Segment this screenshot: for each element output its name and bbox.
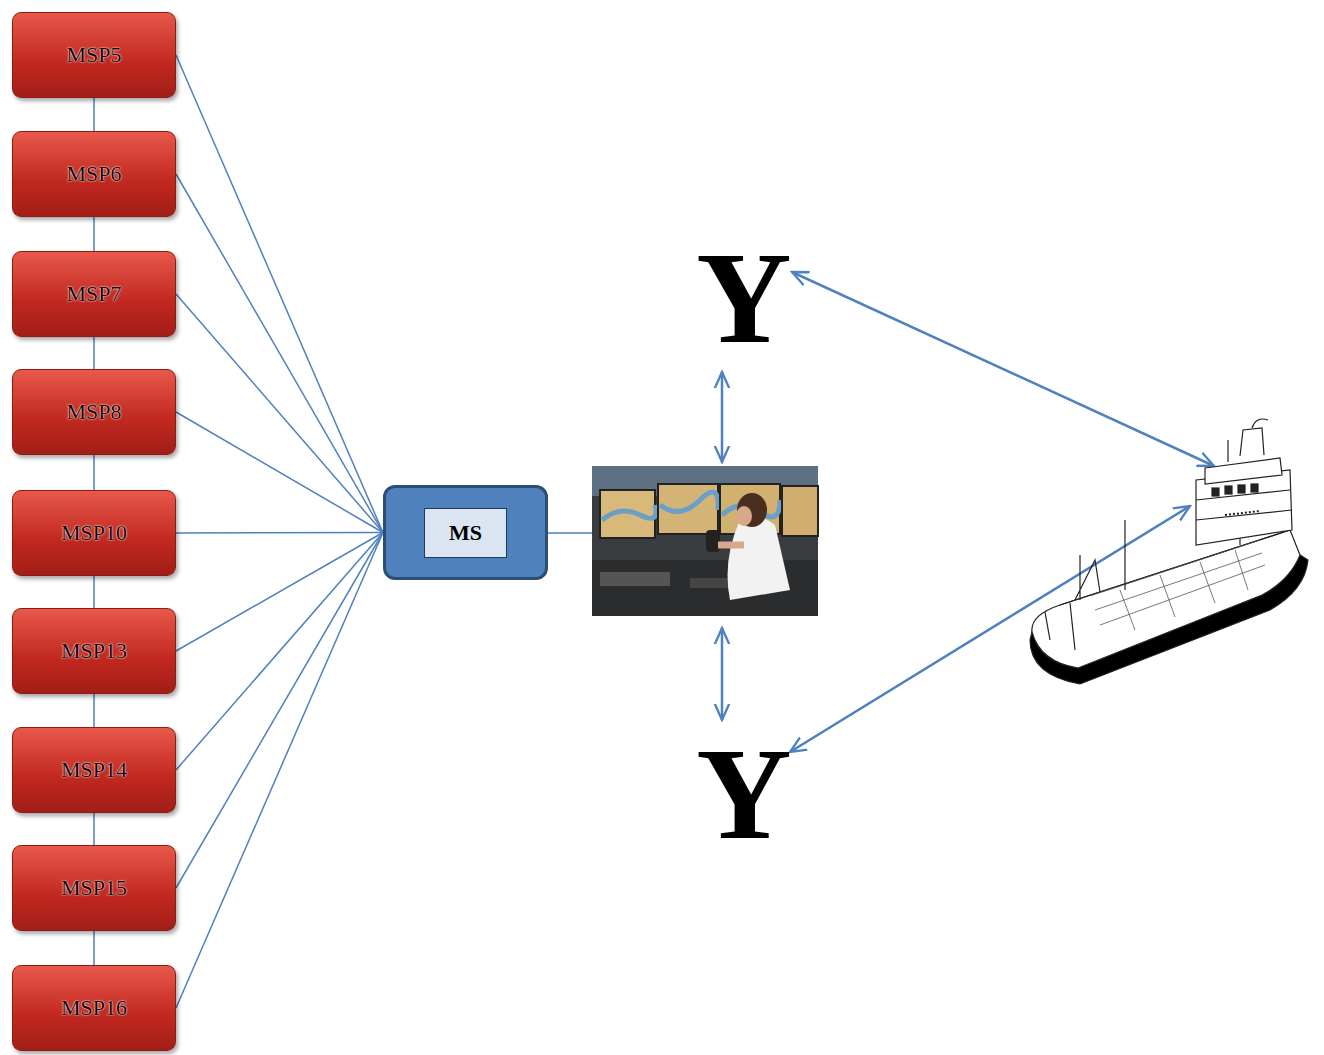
msp-box: MSP5 — [12, 12, 176, 98]
connector-line — [176, 294, 383, 533]
connector-line — [176, 533, 383, 652]
link-line — [548, 532, 592, 534]
box-label: MSP5 — [66, 42, 121, 68]
box-label: MS — [424, 508, 507, 558]
box-label: MSP15 — [61, 875, 127, 901]
connector-line — [176, 533, 383, 889]
msp-box: MSP10 — [12, 490, 176, 576]
connector-line — [176, 532, 383, 534]
interface-label: Y — [684, 232, 804, 364]
double-arrow — [792, 272, 1214, 466]
connector-line — [93, 576, 95, 608]
connector-line — [93, 98, 95, 131]
connector-line — [176, 533, 383, 1009]
box-label: MSP16 — [61, 995, 127, 1021]
connector-line — [176, 412, 383, 533]
box-label: MSP13 — [61, 638, 127, 664]
connector-line — [176, 533, 383, 771]
box-label: MSP10 — [61, 520, 127, 546]
msp-box: MSP16 — [12, 965, 176, 1051]
connector-line — [176, 174, 383, 533]
double-arrow — [721, 628, 724, 720]
msp-box: MSP14 — [12, 727, 176, 813]
connector-line — [93, 813, 95, 845]
connector-line — [93, 217, 95, 251]
connector-line — [176, 55, 383, 533]
operator-photo — [592, 466, 818, 616]
connector-line — [93, 694, 95, 727]
box-label: MSP7 — [66, 281, 121, 307]
double-arrow — [721, 372, 724, 462]
interface-label: Y — [684, 728, 804, 860]
connector-line — [93, 337, 95, 369]
msp-box: MSP7 — [12, 251, 176, 337]
connector-line — [93, 455, 95, 490]
msp-box: MSP15 — [12, 845, 176, 931]
box-label: MSP8 — [66, 399, 121, 425]
msp-box: MSP13 — [12, 608, 176, 694]
connector-line — [93, 931, 95, 965]
box-label: MSP14 — [61, 757, 127, 783]
ship-illustration — [1030, 419, 1308, 684]
box-label: MSP6 — [66, 161, 121, 187]
ms-box: MS — [383, 485, 548, 580]
msp-box: MSP8 — [12, 369, 176, 455]
msp-box: MSP6 — [12, 131, 176, 217]
